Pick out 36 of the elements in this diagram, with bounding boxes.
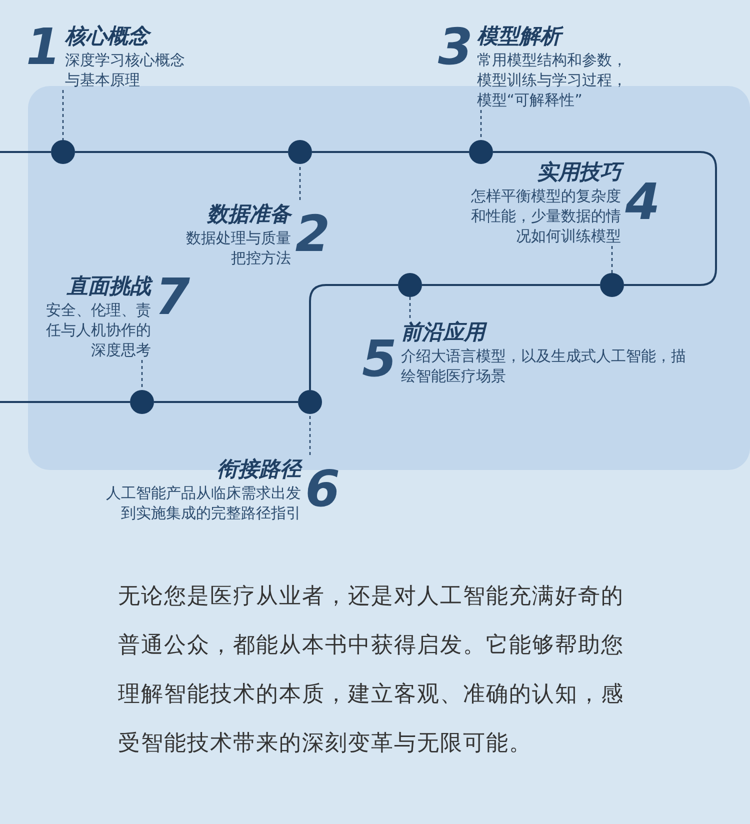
step-number: 2 bbox=[295, 209, 330, 259]
leader-line bbox=[409, 297, 411, 318]
timeline-line bbox=[75, 151, 288, 153]
milestone-heading: 前沿应用 bbox=[400, 318, 485, 346]
leader-line bbox=[62, 90, 64, 140]
timeline-line bbox=[154, 401, 298, 403]
step-number: 4 bbox=[625, 177, 660, 227]
milestone-heading: 数据准备 bbox=[207, 201, 292, 228]
milestone-heading: 衔接路径 bbox=[217, 456, 302, 483]
leader-line bbox=[141, 360, 143, 390]
timeline-line bbox=[493, 151, 717, 286]
milestone-description: 常用模型结构和参数，模型训练与学习过程，模型“可解释性” bbox=[476, 50, 628, 110]
leader-line bbox=[611, 246, 613, 273]
step-number: 7 bbox=[155, 272, 190, 322]
timeline-line bbox=[312, 151, 469, 153]
milestone-description: 人工智能产品从临床需求出发到实施集成的完整路径指引 bbox=[105, 483, 302, 523]
timeline-line bbox=[422, 284, 600, 286]
milestone-description: 深度学习核心概念与基本原理 bbox=[64, 50, 186, 90]
milestone-heading: 模型解析 bbox=[476, 22, 561, 50]
timeline-line bbox=[0, 151, 51, 153]
milestone-heading: 直面挑战 bbox=[67, 273, 152, 300]
timeline-line bbox=[309, 284, 398, 390]
step-number: 5 bbox=[362, 334, 397, 384]
step-number: 3 bbox=[438, 22, 473, 72]
leader-line bbox=[299, 164, 301, 200]
milestone-description: 数据处理与质量把控方法 bbox=[185, 228, 292, 268]
timeline-line bbox=[0, 401, 130, 403]
step-number: 6 bbox=[305, 464, 340, 514]
milestone-description: 安全、伦理、责任与人机协作的深度思考 bbox=[45, 300, 152, 360]
leader-line bbox=[309, 414, 311, 455]
milestone-heading: 核心概念 bbox=[64, 22, 149, 50]
description-paragraph: 无论您是医疗从业者，还是对人工智能充满好奇的普通公众，都能从本书中获得启发。它能够帮助您理解智能技术的本质，建立客观、准确的认知，感受智能技术带来的深刻变革与无限可能。 bbox=[118, 583, 625, 758]
leader-line bbox=[480, 110, 482, 140]
milestone-description: 怎样平衡模型的复杂度和性能，少量数据的情况如何训练模型 bbox=[470, 186, 622, 246]
milestone-description: 介绍大语言模型，以及生成式人工智能，描绘智能医疗场景 bbox=[400, 346, 687, 386]
step-number: 1 bbox=[26, 22, 61, 72]
